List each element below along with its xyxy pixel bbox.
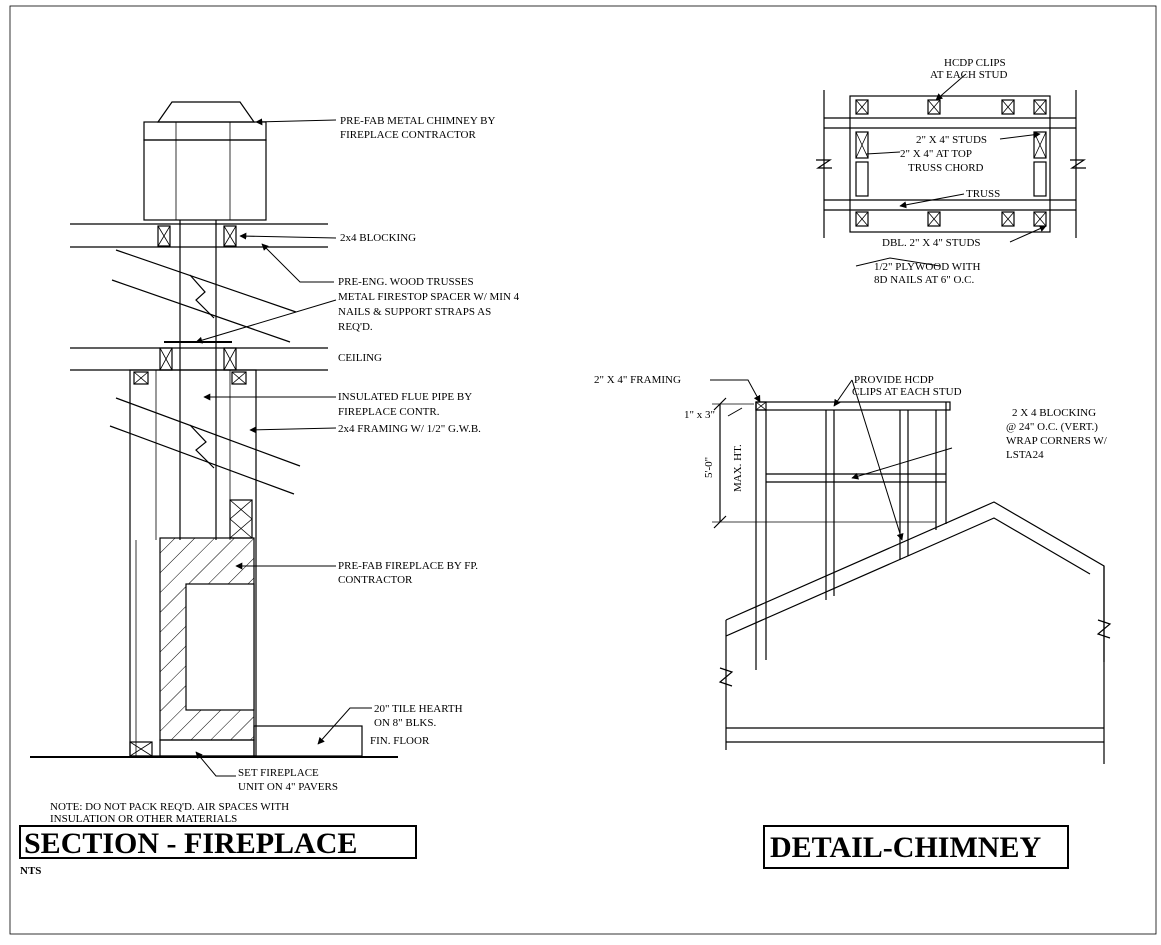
side-blocking [229, 499, 253, 539]
label-chimney-1: PRE-FAB METAL CHIMNEY BY [340, 115, 496, 127]
label-studs: 2" X 4" STUDS [916, 134, 987, 146]
chimney-cap [156, 101, 256, 123]
detail-title: DETAIL-CHIMNEY [770, 831, 1041, 864]
note-line-1: NOTE: DO NOT PACK REQ'D. AIR SPACES WITH [50, 801, 289, 813]
chase-plan-outline [849, 95, 1051, 233]
label-top-chord-1: 2" X 4" AT TOP [900, 148, 972, 160]
label-elev-blocking-3: WRAP CORNERS W/ [1006, 435, 1108, 447]
chase-top-blocking [133, 371, 247, 385]
pavers [159, 739, 255, 757]
label-chimney-2: FIREPLACE CONTRACTOR [340, 129, 476, 141]
label-flue-1: INSULATED FLUE PIPE BY [338, 391, 472, 403]
roof-blocking [157, 225, 237, 247]
label-blocking: 2x4 BLOCKING [340, 232, 416, 244]
section-title: SECTION - FIREPLACE [24, 827, 357, 860]
firebox-opening [185, 583, 255, 711]
label-one-by-three: 1" x 3" [684, 409, 715, 421]
chimney-body [143, 139, 267, 221]
section-title-box [19, 825, 417, 859]
label-prefab-fp-1: PRE-FAB FIREPLACE BY FP. [338, 560, 478, 572]
label-ceiling: CEILING [338, 352, 382, 364]
label-elev-blocking-1: 2 X 4 BLOCKING [1012, 407, 1096, 419]
section-fireplace-drawing [30, 101, 398, 758]
label-elev-framing: 2" X 4" FRAMING [594, 374, 681, 386]
sheet-border [9, 5, 1157, 935]
label-pavers-1: SET FIREPLACE [238, 767, 319, 779]
label-flue-2: FIREPLACE CONTR. [338, 406, 440, 418]
label-provide-2: CLIPS AT EACH STUD [852, 386, 962, 398]
label-truss: TRUSS [966, 188, 1000, 200]
label-elev-blocking-4: LSTA24 [1006, 449, 1044, 461]
roof-slope [725, 501, 1105, 662]
chimney-plan-drawing [816, 90, 1086, 238]
label-plywood-1: 1/2" PLYWOOD WITH [874, 261, 981, 273]
label-provide-1: PROVIDE HCDP [854, 374, 934, 386]
plan-leaders [855, 73, 1047, 267]
plan-studs [855, 99, 1047, 227]
label-firestop-2: NAILS & SUPPORT STRAPS AS [338, 306, 491, 318]
chimney-collar [143, 121, 267, 141]
label-hcdp-1: HCDP CLIPS [944, 57, 1006, 69]
label-framing: 2x4 FRAMING W/ 1/2" G.W.B. [338, 423, 481, 435]
label-pavers-2: UNIT ON 4" PAVERS [238, 781, 338, 793]
label-dimension: 5'-0" [703, 457, 715, 478]
label-hearth-1: 20" TILE HEARTH [374, 703, 463, 715]
note-line-2: INSULATION OR OTHER MATERIALS [50, 813, 237, 825]
ceiling-blocking [159, 347, 237, 371]
label-fin-floor: FIN. FLOOR [370, 735, 430, 747]
label-plywood-2: 8D NAILS AT 6" O.C. [874, 274, 974, 286]
label-trusses: PRE-ENG. WOOD TRUSSES [338, 276, 474, 288]
label-hcdp-2: AT EACH STUD [930, 69, 1007, 81]
label-hearth-2: ON 8" BLKS. [374, 717, 436, 729]
plan-labels: HCDP CLIPS AT EACH STUD 2" X 4" STUDS 2"… [874, 57, 1007, 286]
truss-lower [109, 397, 301, 495]
label-firestop-3: REQ'D. [338, 321, 373, 333]
label-firestop-1: METAL FIRESTOP SPACER W/ MIN 4 [338, 291, 520, 303]
label-dbl-studs: DBL. 2" X 4" STUDS [882, 237, 981, 249]
elevation-leaders [710, 379, 953, 541]
scale-note: NTS [20, 865, 41, 877]
section-labels: PRE-FAB METAL CHIMNEY BY FIREPLACE CONTR… [50, 115, 520, 825]
truss-upper [111, 249, 297, 343]
label-top-chord-2: TRUSS CHORD [908, 162, 984, 174]
elevation-labels: 2" X 4" FRAMING PROVIDE HCDP CLIPS AT EA… [594, 374, 1108, 492]
detail-title-box [763, 825, 1069, 869]
tile-hearth [253, 725, 363, 757]
chimney-elevation-drawing [712, 397, 1112, 764]
label-prefab-fp-2: CONTRACTOR [338, 574, 413, 586]
elev-top-plate [755, 401, 951, 411]
bottom-blocking [129, 741, 153, 757]
label-max-ht: MAX. HT. [732, 444, 744, 492]
label-elev-blocking-2: @ 24" O.C. (VERT.) [1006, 421, 1098, 433]
section-leaders [195, 118, 372, 777]
